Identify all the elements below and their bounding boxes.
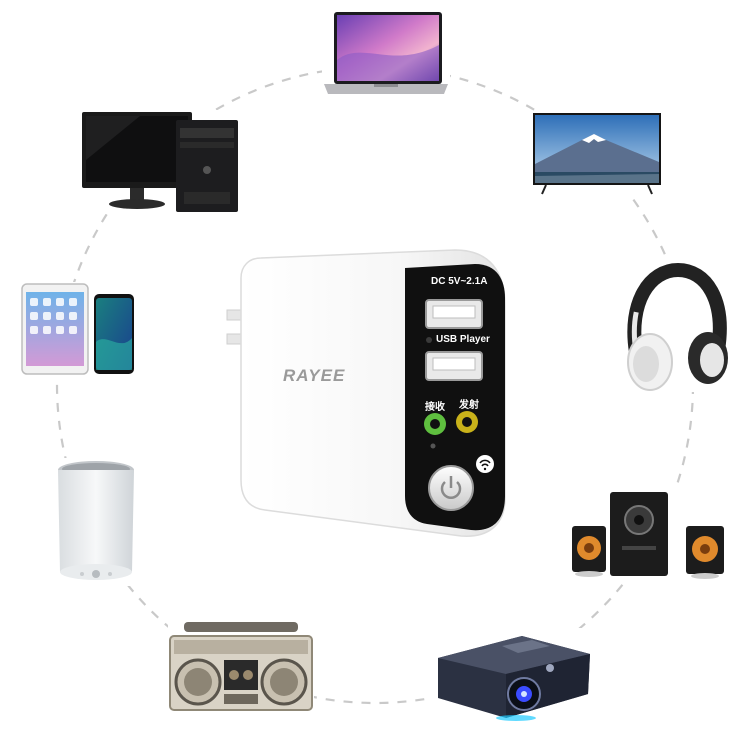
receive-label: 接收: [425, 402, 445, 413]
bluetooth-adapter-product: RAYEE DC 5V~2.1A USB Player 接收 发射: [205, 248, 510, 540]
speakers-icon: [570, 490, 730, 582]
boombox-icon: [168, 618, 314, 714]
laptop-icon: [322, 10, 450, 96]
brand-logo: RAYEE: [283, 366, 346, 385]
usb-player-label: USB Player: [436, 334, 490, 345]
tablet-phone-icon: [20, 282, 138, 376]
projector-icon: [432, 628, 594, 722]
lamp-speaker-icon: [52, 458, 140, 586]
transmit-label: 发射: [459, 400, 479, 411]
dc-label: DC 5V~2.1A: [431, 276, 488, 287]
headphones-icon: [620, 262, 732, 392]
desktop-pc-icon: [80, 110, 240, 214]
tv-icon: [532, 112, 662, 196]
